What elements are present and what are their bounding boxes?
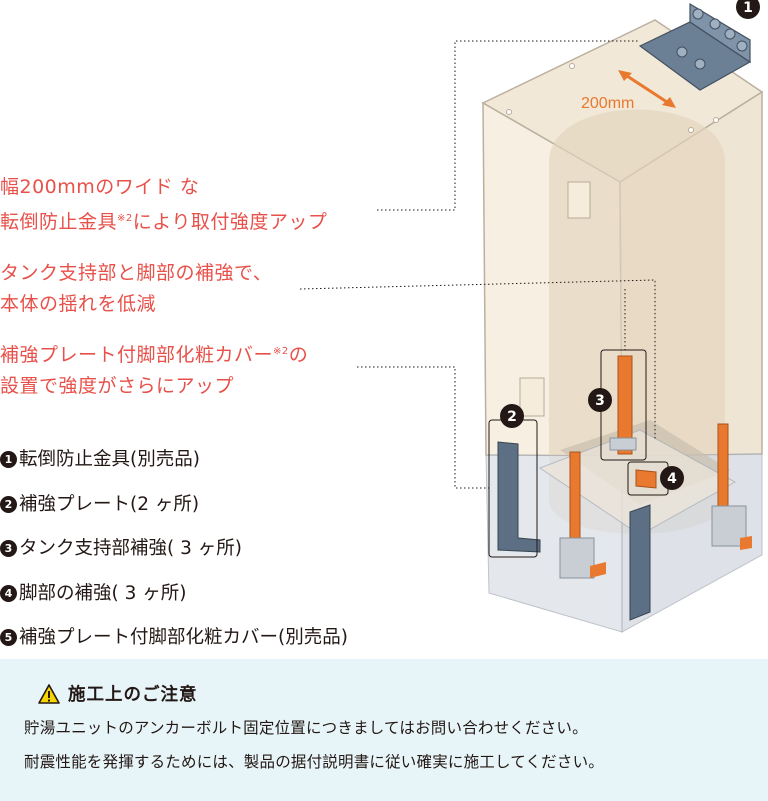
tank-support-post-2 [569, 451, 581, 543]
callout-badge-1: 1 [736, 0, 760, 19]
parts-list: 1 転倒防止金具(別売品) 2 補強プレート(2 ヶ所) 3 タンク支持部補強(… [0, 447, 348, 670]
feature-1-line1: 幅200mmのワイド な [0, 176, 200, 198]
feature-1: 幅200mmのワイド な 転倒防止金具※2により取付強度アップ [0, 172, 327, 238]
number-badge-3: 3 [0, 540, 17, 557]
svg-text:1: 1 [743, 0, 753, 16]
top-screw [569, 63, 575, 69]
notice-header: 施工上のご注意 [38, 681, 198, 706]
parts-list-label: タンク支持部補強( 3 ヶ所) [19, 538, 242, 559]
notice-title: 施工上のご注意 [68, 685, 198, 705]
feature-3-line2: 設置で強度がさらにアップ [0, 375, 235, 397]
reinforcement-plate-right [629, 504, 651, 621]
leader-line-3 [357, 366, 489, 489]
feature-3-line1: 補強プレート付脚部化粧カバー※2の [0, 344, 309, 366]
tank-support-post-3 [717, 423, 729, 519]
parts-list-item: 3 タンク支持部補強( 3 ヶ所) [0, 536, 348, 561]
svg-text:4: 4 [667, 471, 677, 487]
parts-list-item: 1 転倒防止金具(別売品) [0, 447, 348, 472]
side-panel [567, 181, 591, 219]
feature-2-line2: 本体の揺れを低減 [0, 293, 157, 315]
feature-3: 補強プレート付脚部化粧カバー※2の 設置で強度がさらにアップ [0, 336, 308, 402]
notice-line-2: 耐震性能を発揮するためには、製品の据付説明書に従い確実に施工してください。 [24, 753, 604, 771]
top-screw [713, 117, 719, 123]
anti-tip-bracket-face [689, 2, 751, 64]
callout-badge-4: 4 [660, 466, 684, 490]
parts-list-label: 補強プレート付脚部化粧カバー(別売品) [19, 627, 348, 648]
number-badge-4: 4 [0, 584, 17, 602]
parts-list-item: 5 補強プレート付脚部化粧カバー(別売品) [0, 625, 348, 650]
callout-badge-2: 2 [500, 404, 524, 428]
top-screw [688, 127, 694, 133]
top-screw [506, 109, 512, 115]
warning-icon [38, 683, 60, 704]
callout-badge-3: 3 [588, 388, 612, 412]
parts-list-label: 脚部の補強( 3 ヶ所) [19, 582, 187, 604]
side-panel-lower [519, 377, 545, 417]
feature-2-line1: タンク支持部と脚部の補強で、 [0, 262, 273, 284]
svg-text:2: 2 [507, 409, 517, 425]
svg-text:3: 3 [595, 393, 605, 409]
parts-list-item: 4 脚部の補強( 3 ヶ所) [0, 581, 348, 606]
inner-tank [549, 109, 725, 534]
notice-body: 貯湯ユニットのアンカーボルト固定位置につきましてはお問い合わせください。 耐震性… [24, 711, 604, 779]
number-badge-5: 5 [0, 629, 17, 646]
installation-notice: 施工上のご注意 貯湯ユニットのアンカーボルト固定位置につきましてはお問い合わせく… [0, 659, 768, 801]
parts-list-item: 2 補強プレート(2 ヶ所) [0, 492, 348, 517]
number-badge-1: 1 [0, 451, 17, 468]
feature-2: タンク支持部と脚部の補強で、 本体の揺れを低減 [0, 258, 272, 320]
dimension-label: 200mm [581, 95, 634, 112]
reinforcement-plate-left [497, 441, 541, 553]
dimension-arrow [623, 72, 671, 106]
leg-bracket [635, 469, 657, 489]
number-badge-2: 2 [0, 495, 17, 513]
feature-1-line2: 転倒防止金具※2により取付強度アップ [0, 211, 328, 233]
parts-list-label: 補強プレート(2 ヶ所) [19, 493, 200, 515]
water-heater-diagram: 1 2 3 4 200mm [299, 0, 764, 633]
notice-line-1: 貯湯ユニットのアンカーボルト固定位置につきましてはお問い合わせください。 [24, 719, 588, 737]
parts-list-label: 転倒防止金具(別売品) [19, 449, 200, 470]
tank-support-post [617, 355, 633, 455]
